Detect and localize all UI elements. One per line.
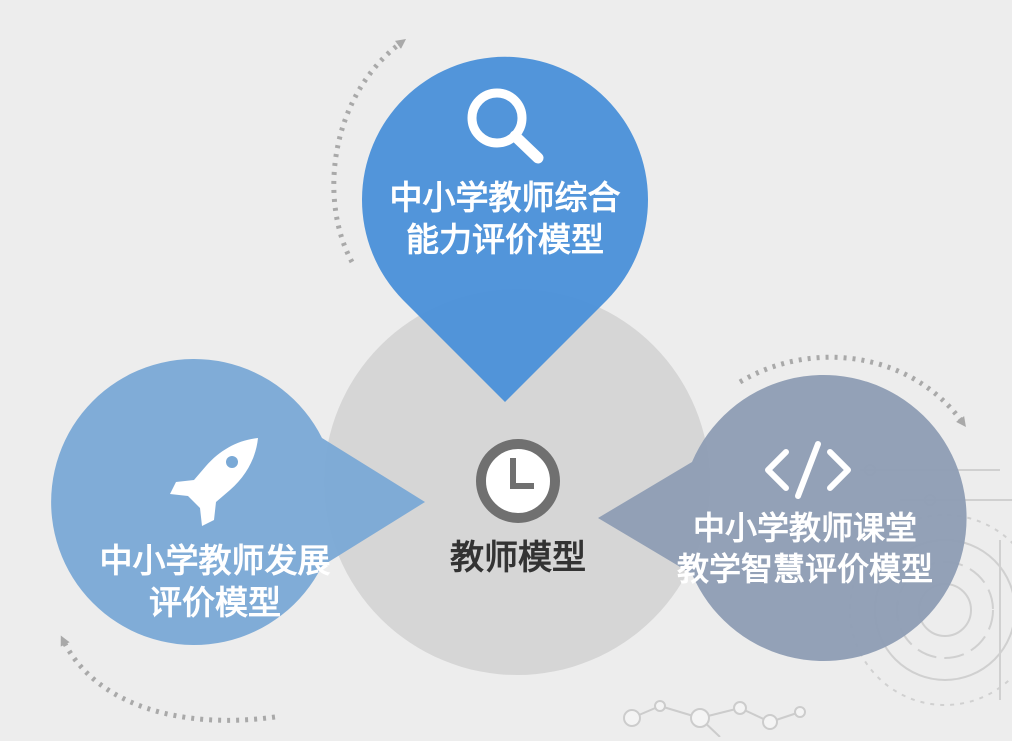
top-model-label-line-1: 中小学教师综合 <box>389 178 621 217</box>
left-model-label: 中小学教师发展 评价模型 <box>70 540 360 624</box>
left-model-label-line-1: 中小学教师发展 <box>99 541 331 580</box>
right-model-label-line-2: 教学智慧评价模型 <box>676 549 933 588</box>
cycle-arrow-bottom-left <box>60 635 276 723</box>
left-model-bubble <box>51 359 425 645</box>
right-model-bubble <box>598 375 967 661</box>
left-model-label-line-2: 评价模型 <box>149 583 281 623</box>
cycle-arrow-top-left <box>331 39 407 264</box>
right-model-label-line-1: 中小学教师课堂 <box>692 509 917 547</box>
rocket-icon <box>170 438 258 526</box>
top-model-bubble <box>362 56 648 403</box>
code-icon <box>765 441 851 499</box>
network-decoration <box>623 700 806 738</box>
clock-icon <box>476 439 560 523</box>
top-model-label: 中小学教师综合 能力评价模型 <box>355 177 655 261</box>
center-label: 教师模型 <box>450 538 586 578</box>
top-model-label-line-2: 能力评价模型 <box>406 220 604 260</box>
search-icon <box>467 88 544 164</box>
right-model-label: 中小学教师课堂 教学智慧评价模型 <box>640 508 970 590</box>
